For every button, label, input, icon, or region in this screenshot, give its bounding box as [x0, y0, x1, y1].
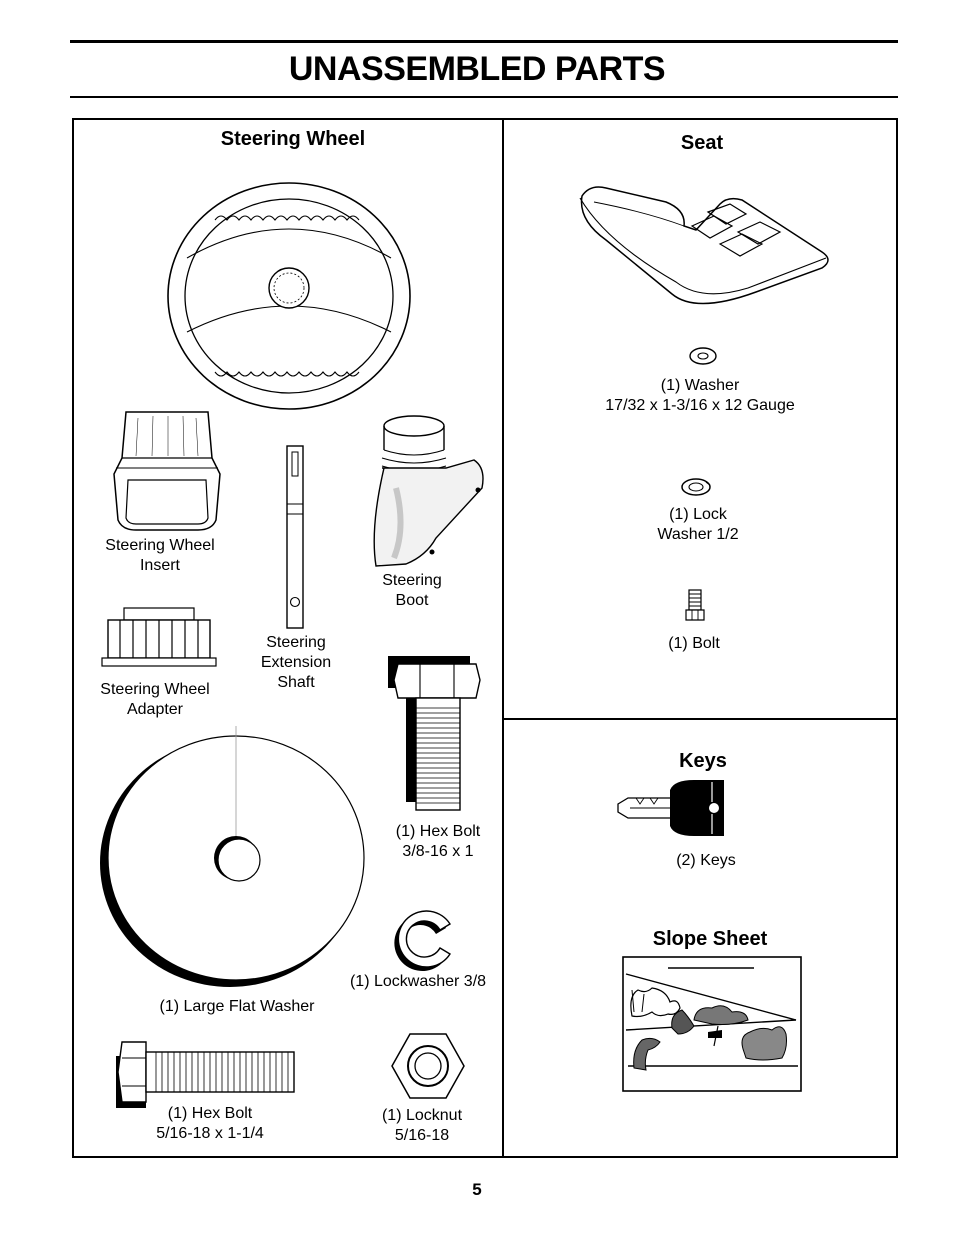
steering-wheel-adapter-label: Steering Wheel Adapter	[100, 681, 210, 718]
parts-frame	[72, 118, 898, 1158]
steering-extension-shaft-label: Steering Extension Shaft	[260, 634, 332, 691]
steering-extension-shaft-illustration	[286, 445, 304, 629]
seat-lock-washer-illustration	[681, 478, 711, 496]
hex-bolt-small-label: (1) Hex Bolt 5/16-18 x 1-1/4	[156, 1105, 264, 1142]
keys-caption: (2) Keys	[676, 852, 736, 869]
slope-sheet-heading: Slope Sheet	[652, 928, 768, 950]
hex-bolt-large-label: (1) Hex Bolt 3/8-16 x 1	[395, 823, 481, 860]
locknut-label: (1) Locknut 5/16-18	[381, 1107, 463, 1144]
steering-wheel-heading: Steering Wheel	[220, 128, 366, 150]
seat-washer-label: (1) Washer 17/32 x 1-3/16 x 12 Gauge	[605, 377, 795, 414]
title-underline	[70, 96, 898, 98]
page-title: UNASSEMBLED PARTS	[288, 50, 666, 88]
slope-sheet-illustration	[622, 956, 802, 1092]
lockwasher-illustration	[394, 910, 451, 971]
large-flat-washer-label: (1) Large Flat Washer	[159, 998, 315, 1015]
steering-wheel-illustration	[167, 182, 411, 410]
seat-bolt-label: (1) Bolt	[668, 635, 720, 652]
seat-washer-illustration	[689, 347, 717, 365]
steering-wheel-insert-label: Steering Wheel Insert	[105, 537, 215, 574]
large-flat-washer-illustration	[100, 726, 365, 987]
keys-heading: Keys	[679, 750, 727, 772]
seat-lock-washer-label: (1) Lock Washer 1/2	[657, 506, 739, 543]
page-number: 5	[472, 1180, 482, 1199]
hex-bolt-large-illustration	[388, 656, 481, 811]
key-illustration	[617, 780, 724, 836]
top-rule	[70, 40, 898, 43]
steering-boot-label: Steering Boot	[382, 572, 442, 609]
locknut-illustration	[391, 1033, 465, 1099]
lockwasher-label: (1) Lockwasher 3/8	[349, 973, 487, 990]
seat-heading: Seat	[680, 132, 724, 154]
hex-bolt-small-illustration	[116, 1041, 295, 1108]
seat-illustration	[579, 186, 829, 305]
seat-bolt-illustration	[685, 589, 705, 621]
steering-wheel-insert-illustration	[113, 411, 221, 531]
frame-divider-horizontal	[502, 718, 898, 720]
steering-boot-illustration	[373, 415, 484, 567]
frame-divider-vertical	[502, 118, 504, 1158]
steering-wheel-adapter-illustration	[101, 607, 217, 667]
